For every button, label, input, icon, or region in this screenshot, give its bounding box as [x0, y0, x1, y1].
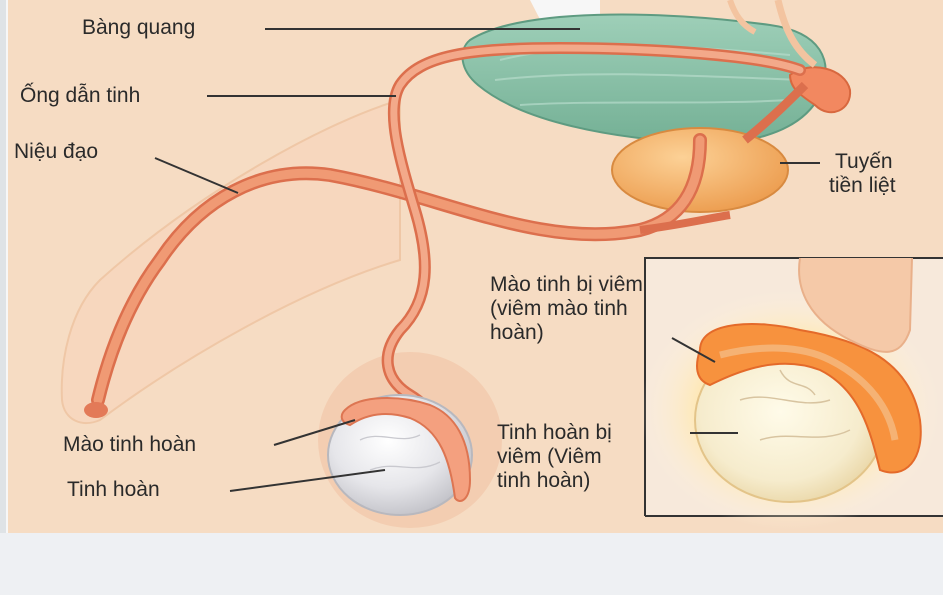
urethral-opening — [84, 402, 108, 418]
testis-label: Tinh hoàn — [67, 478, 160, 501]
prostate-label-line2: tiền liệt — [829, 174, 896, 197]
bladder-label: Bàng quang — [82, 16, 195, 39]
inflamed-epididymis-label-line1: Mào tinh bị viêm — [490, 273, 643, 296]
epididymis-label: Mào tinh hoàn — [63, 433, 196, 456]
inflamed-testis-label-line2: viêm (Viêm — [497, 445, 602, 468]
vas-deferens-label: Ống dẫn tinh — [20, 83, 140, 107]
inflamed-epididymis-label-line2: (viêm mào tinh — [490, 297, 628, 320]
urethra-label: Niệu đạo — [14, 140, 98, 163]
inflamed-epididymis-label-line3: hoàn) — [490, 321, 544, 344]
inflamed-testis-label-line1: Tinh hoàn bị — [497, 421, 612, 444]
inflamed-testis-label-line3: tinh hoàn) — [497, 469, 590, 492]
prostate-label-line1: Tuyến — [835, 150, 893, 173]
frame-left-edge — [0, 0, 6, 533]
